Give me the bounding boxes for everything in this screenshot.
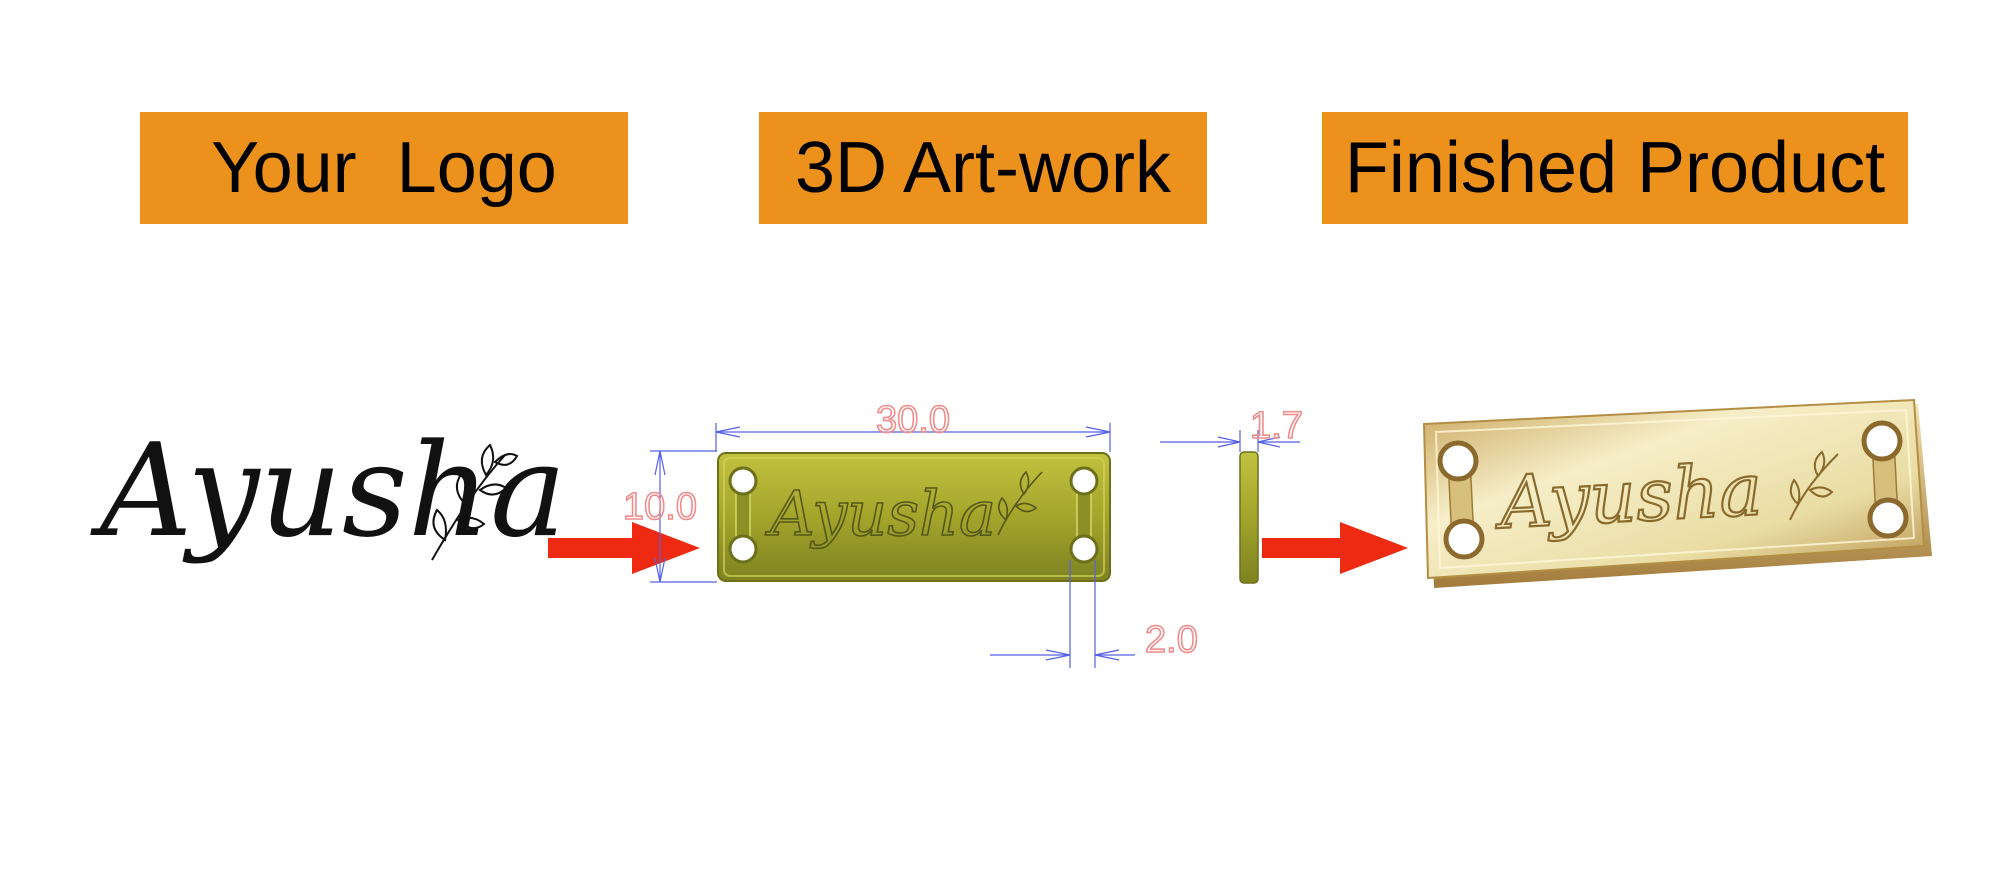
finished-product-plate: Ayusha (1422, 398, 1932, 588)
leaf-sprig-icon (431, 443, 519, 561)
header-your-logo: Your Logo (140, 112, 628, 224)
arrow-right-icon (548, 522, 700, 574)
logo-script-text: Ayusha (90, 417, 566, 566)
product-engraved-text: Ayusha (1492, 447, 1764, 545)
dimension-thickness-text: 1.7 (1250, 405, 1303, 447)
dimension-height-text: 10.0 (623, 486, 697, 528)
product-leaf-icon (1789, 450, 1839, 521)
side-view (1239, 451, 1259, 584)
header-3d-artwork-text: 3D Art-work (794, 128, 1172, 208)
artwork-plate: Ayusha (717, 452, 1111, 582)
header-finished-product-text: Finished Product (1344, 128, 1886, 208)
header-3d-artwork: 3D Art-work (759, 112, 1207, 224)
artwork-leaf-icon (997, 470, 1043, 536)
artwork-right-slot (1069, 466, 1099, 564)
dimension-slot-text: 2.0 (1145, 619, 1198, 661)
your-logo-artwork: Ayusha (90, 417, 566, 566)
dimension-slot (990, 560, 1135, 668)
product-left-slot (1437, 440, 1485, 560)
dimension-length (715, 423, 1111, 452)
header-your-logo-text: Your Logo (211, 128, 557, 208)
dimension-length-text: 30.0 (876, 399, 950, 441)
dimension-thickness (1160, 430, 1300, 452)
arrow-right-icon (1262, 522, 1408, 574)
product-right-slot (1861, 420, 1909, 539)
artwork-engraved-text: Ayusha (765, 477, 996, 550)
artwork-left-slot (728, 466, 758, 564)
dimension-height (650, 450, 717, 583)
header-finished-product: Finished Product (1322, 112, 1908, 224)
